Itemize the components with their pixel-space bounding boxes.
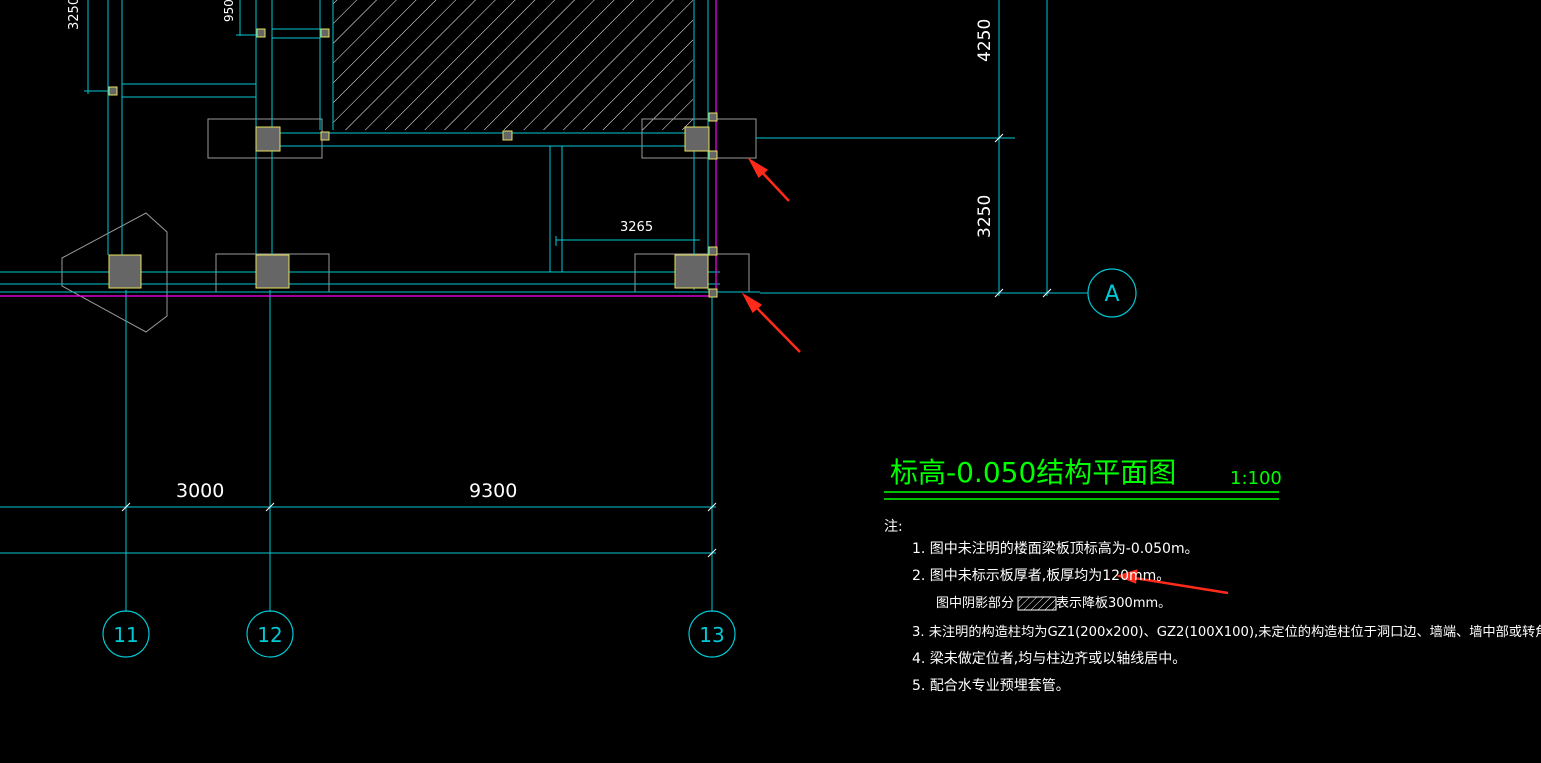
dim-left-vertical-top: 3250	[67, 0, 82, 30]
dimension-ticks	[121, 133, 1052, 558]
beam-lines	[0, 0, 1088, 612]
dim-bottom-span-1: 3000	[176, 480, 224, 502]
dim-right-lower: 3250	[975, 195, 995, 238]
drawing-scale: 1:100	[1230, 468, 1282, 489]
axis-label-11: 11	[113, 623, 138, 647]
dim-top-small: 950	[222, 0, 236, 22]
axis-label-12: 12	[257, 623, 282, 647]
columns	[108, 126, 710, 289]
notes-heading: 注:	[884, 519, 903, 535]
dim-bottom-span-2: 9300	[469, 480, 517, 502]
lowered-slab-hatch	[333, 0, 693, 130]
note-4: 4. 梁未做定位者,均与柱边齐或以轴线居中。	[912, 651, 1187, 667]
dim-right-upper: 4250	[975, 19, 995, 62]
drawing-title: 标高-0.050结构平面图	[890, 456, 1176, 489]
note-5: 5. 配合水专业预埋套管。	[912, 678, 1070, 694]
small-columns	[108, 28, 718, 298]
hatch-legend-swatch	[1017, 596, 1057, 611]
dim-inner-span: 3265	[620, 220, 653, 235]
axis-label-13: 13	[699, 623, 724, 647]
axis-label-A: A	[1104, 282, 1119, 307]
note-1: 1. 图中未注明的楼面梁板顶标高为-0.050m。	[912, 541, 1199, 557]
red-arrows	[741, 157, 1229, 595]
note-2-sub-suffix: 表示降板300mm。	[1056, 596, 1172, 611]
note-2: 2. 图中未标示板厚者,板厚均为120mm。	[912, 568, 1171, 584]
note-2-sub-prefix: 图中阴影部分	[936, 596, 1015, 611]
note-3: 3. 未注明的构造柱均为GZ1(200x200)、GZ2(100X100),未定…	[912, 625, 1541, 640]
axis-bubbles	[102, 268, 1137, 658]
